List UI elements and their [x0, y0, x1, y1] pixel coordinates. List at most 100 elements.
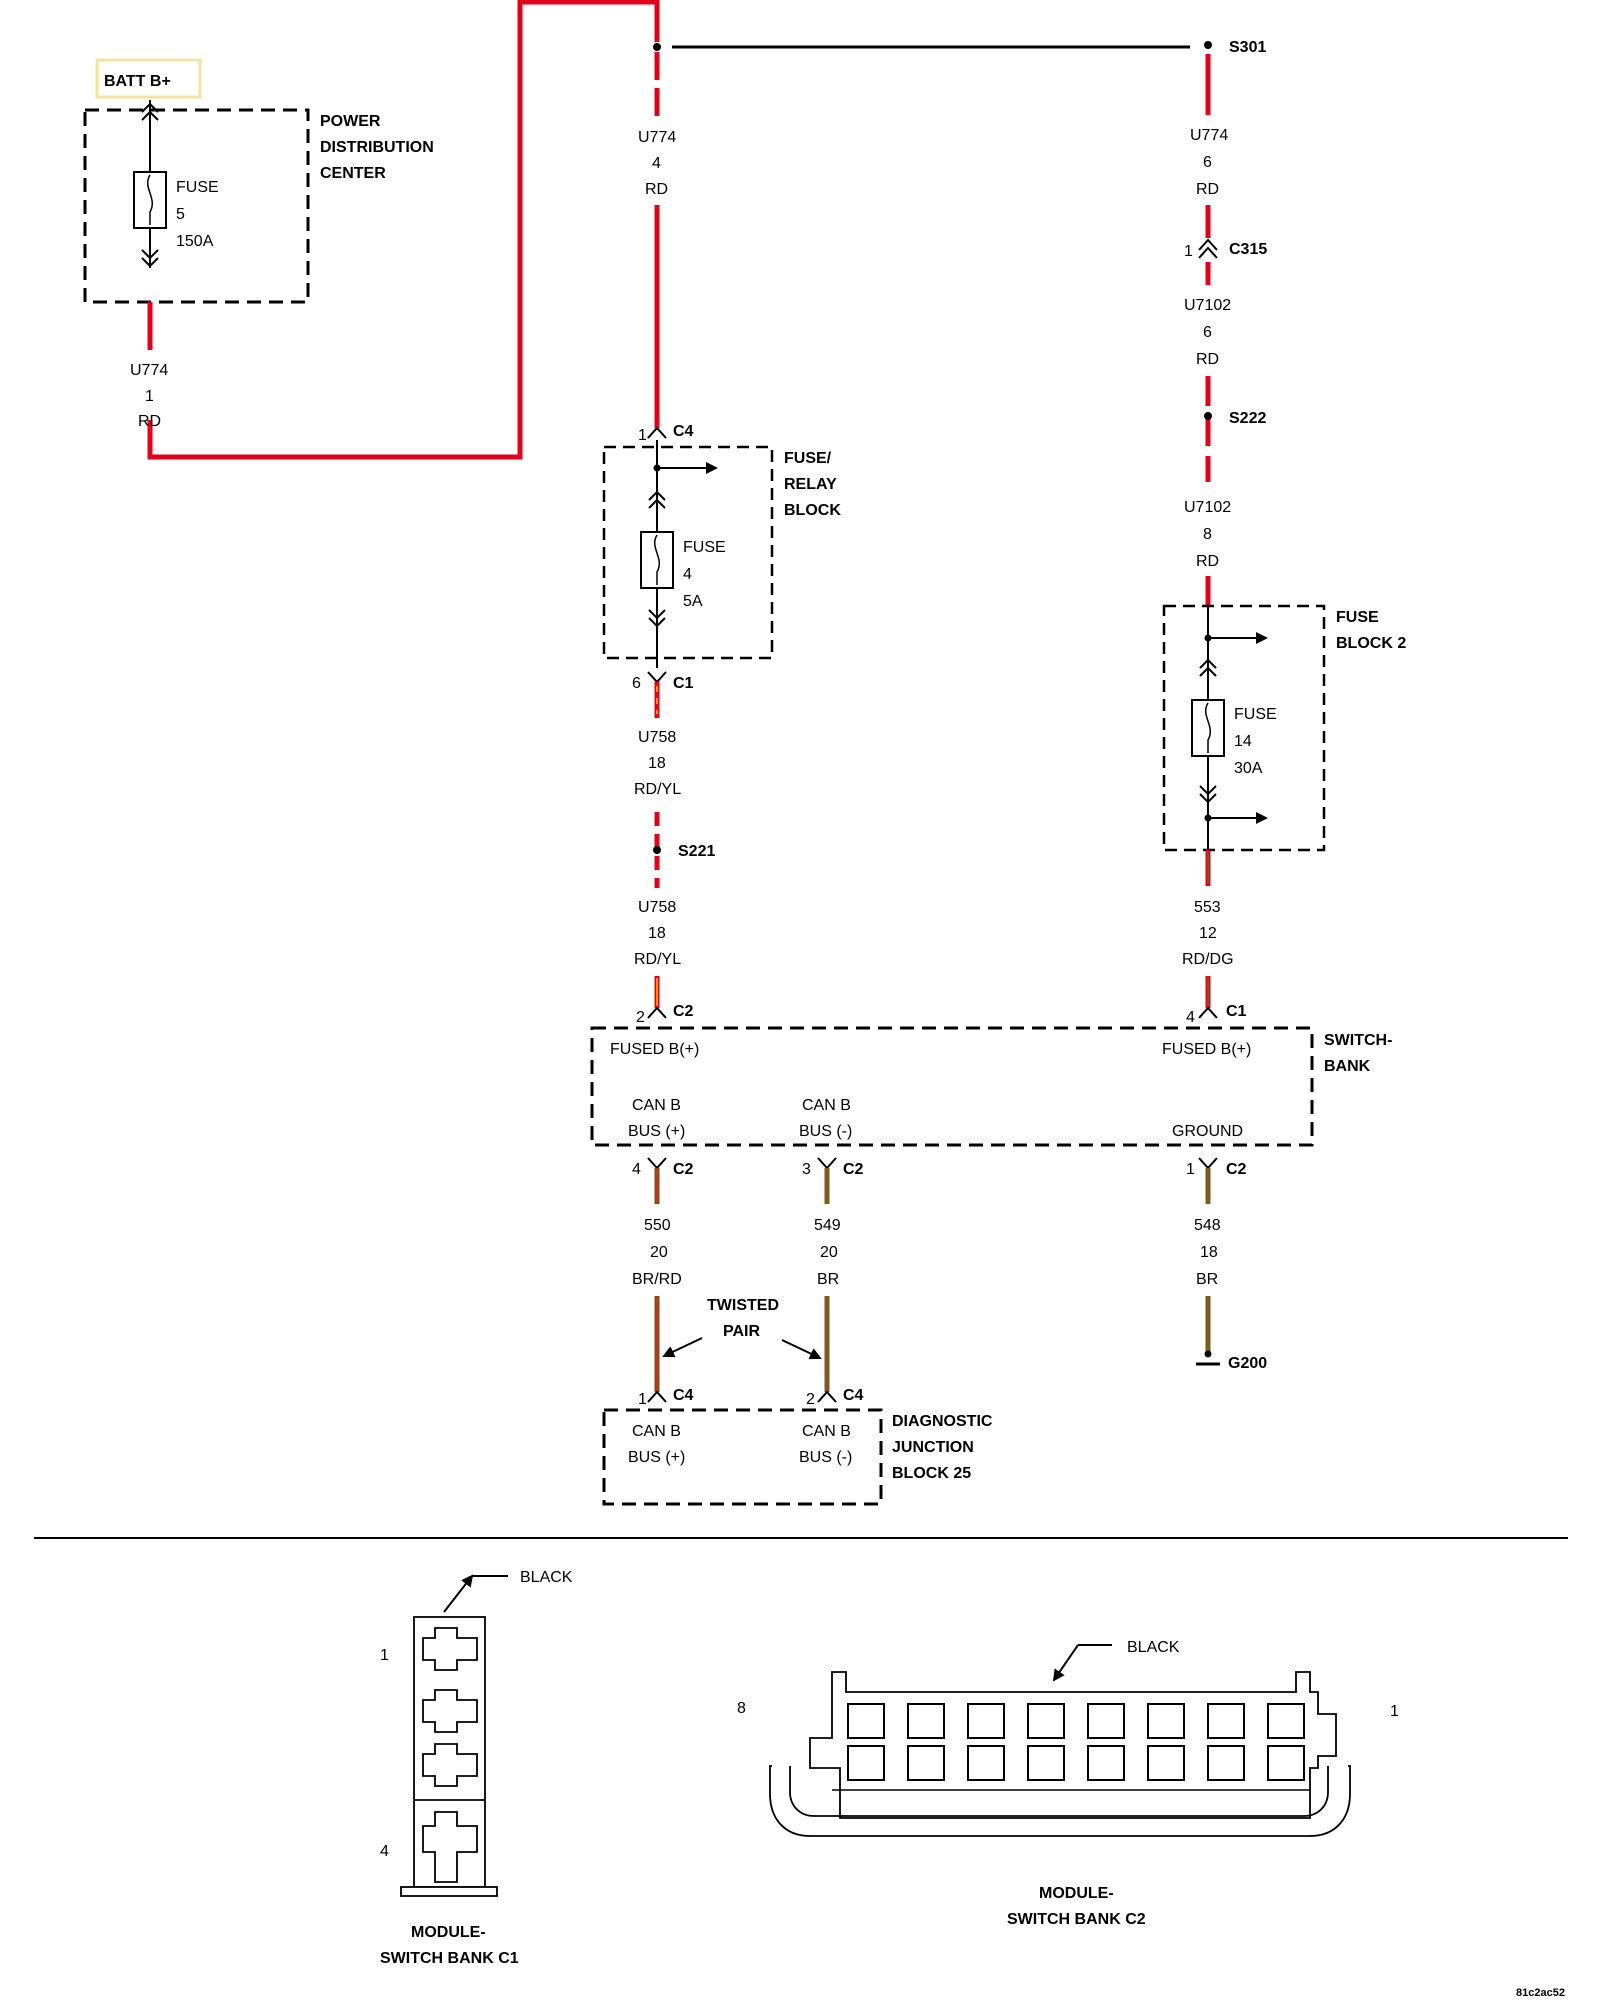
- sb-c2-p4-pin: 4: [632, 1161, 641, 1178]
- frb-c1-pin: 6: [632, 675, 641, 692]
- djb-label-1: DIAGNOSTIC: [892, 1413, 993, 1430]
- fuse-block-2: FUSE BLOCK 2 FUSE 14 30A: [1162, 604, 1406, 852]
- wire-u7102-a-code: U7102: [1184, 297, 1231, 314]
- fuse5-amps: 150A: [176, 233, 214, 250]
- wire-u774-pdc-color: RD: [138, 413, 161, 430]
- sb-canb-plus-1: CAN B: [632, 1097, 681, 1114]
- fuse4-label: FUSE: [683, 539, 726, 556]
- sb-canb-minus-2: BUS (-): [799, 1123, 852, 1140]
- twisted-arrow-left: [662, 1337, 703, 1358]
- connector-c2-p1-icon: [1198, 1157, 1218, 1170]
- fuse5-label: FUSE: [176, 179, 219, 196]
- wire-u758-b-color: RD/YL: [634, 951, 681, 968]
- sb-c2-p3-conn: C2: [843, 1161, 864, 1178]
- fuse4-amps: 5A: [683, 593, 703, 610]
- sb-fused-right: FUSED B(+): [1162, 1041, 1251, 1058]
- frb-label-1: FUSE/: [784, 450, 832, 467]
- wire-u7102-a-color: RD: [1196, 351, 1219, 368]
- wire-u758-a-gauge: 18: [648, 755, 666, 772]
- djb-label-3: BLOCK 25: [892, 1465, 971, 1482]
- wire-u758-a-color: RD/YL: [634, 781, 681, 798]
- wire-u774-route: [147, 0, 660, 460]
- sb-ground: GROUND: [1172, 1123, 1243, 1140]
- wire-u758-a-code: U758: [638, 729, 676, 746]
- fuse14-num: 14: [1234, 733, 1252, 750]
- c315-conn: C315: [1229, 241, 1267, 258]
- sb-c2-p1-conn: C2: [1226, 1161, 1247, 1178]
- connector-view-c2: BLACK 8 1 MODULE- SWITCH BANK C2: [737, 1639, 1399, 1928]
- fuse-relay-block: FUSE/ RELAY BLOCK FUSE 4 5A: [602, 440, 841, 668]
- djb-c4-p1-pin: 1: [638, 1391, 647, 1408]
- c2-color-label: BLACK: [1127, 1639, 1180, 1656]
- sb-c2-top-conn: C2: [673, 1003, 694, 1020]
- wire-u774-pdc-gauge: 1: [145, 388, 154, 405]
- fuse4-num: 4: [683, 566, 692, 583]
- djb-c4-p2-pin: 2: [806, 1391, 815, 1408]
- connector-c2-p4-icon: [647, 1157, 667, 1170]
- frb-c4-pin: 1: [638, 427, 647, 444]
- c2-pin-right: 1: [1390, 1703, 1399, 1720]
- connector-djb-c4-p1-icon: [647, 1390, 667, 1403]
- sb-label-1: SWITCH-: [1324, 1032, 1392, 1049]
- pdc-label-1: POWER: [320, 113, 381, 130]
- frb-label-3: BLOCK: [784, 502, 841, 519]
- c1-cavity-3-icon: [422, 1743, 478, 1787]
- wire-553-gauge: 12: [1199, 925, 1217, 942]
- wire-548-gauge: 18: [1200, 1244, 1218, 1261]
- wire-549-gauge: 20: [820, 1244, 838, 1261]
- power-distribution-center: POWER DISTRIBUTION CENTER FUSE 5 150A: [83, 100, 434, 304]
- wire-550-color: BR/RD: [632, 1271, 682, 1288]
- fuse14-amps: 30A: [1234, 760, 1263, 777]
- batt-label-box: BATT B+: [95, 58, 202, 99]
- c1-cavity-2-icon: [422, 1689, 478, 1733]
- fb2-label-2: BLOCK 2: [1336, 635, 1406, 652]
- switch-bank: SWITCH- BANK FUSED B(+) FUSED B(+) CAN B…: [590, 1026, 1392, 1147]
- splice-dot-top: [653, 43, 661, 51]
- twisted-label-2: PAIR: [723, 1323, 760, 1340]
- sb-c2-top-pin: 2: [636, 1009, 645, 1026]
- frb-c1-conn: C1: [673, 675, 694, 692]
- c2-name-1: MODULE-: [1039, 1885, 1114, 1902]
- sb-c2-p3-pin: 3: [802, 1161, 811, 1178]
- sb-canb-plus-2: BUS (+): [628, 1123, 685, 1140]
- c2-pin-left: 8: [737, 1700, 746, 1717]
- c1-color-label: BLACK: [520, 1569, 573, 1586]
- wire-u7102-b-gauge: 8: [1203, 526, 1212, 543]
- fuse14-label: FUSE: [1234, 706, 1277, 723]
- diagnostic-junction-block: DIAGNOSTIC JUNCTION BLOCK 25 CAN B BUS (…: [602, 1408, 993, 1506]
- sb-fused-left: FUSED B(+): [610, 1041, 699, 1058]
- splice-s222-dot: [1204, 412, 1212, 420]
- djb-canb-minus-2: BUS (-): [799, 1449, 852, 1466]
- wire-549-color: BR: [817, 1271, 839, 1288]
- batt-label: BATT B+: [104, 73, 171, 90]
- connector-c2-top-icon: [647, 1006, 667, 1019]
- wire-550-code: 550: [644, 1217, 671, 1234]
- djb-canb-plus-1: CAN B: [632, 1423, 681, 1440]
- wire-u774-4-color: RD: [645, 181, 668, 198]
- connector-c2-p3-icon: [817, 1157, 837, 1170]
- connector-c1-icon: [647, 671, 667, 684]
- wire-u7102-a-gauge: 6: [1203, 324, 1212, 341]
- wire-548-color: BR: [1196, 1271, 1218, 1288]
- ground-label: G200: [1228, 1355, 1267, 1372]
- wire-u774-4-gauge: 4: [652, 155, 661, 172]
- fuse5-num: 5: [176, 206, 185, 223]
- wire-548-code: 548: [1194, 1217, 1221, 1234]
- djb-canb-plus-2: BUS (+): [628, 1449, 685, 1466]
- pdc-label-3: CENTER: [320, 165, 386, 182]
- c1-pin-top: 1: [380, 1647, 389, 1664]
- pdc-label-2: DISTRIBUTION: [320, 139, 434, 156]
- splice-s222-label: S222: [1229, 410, 1266, 427]
- sb-canb-minus-1: CAN B: [802, 1097, 851, 1114]
- splice-s221-label: S221: [678, 843, 715, 860]
- wire-u774-pdc-code: U774: [130, 362, 168, 379]
- wire-u774-6-gauge: 6: [1203, 154, 1212, 171]
- wire-u7102-b-color: RD: [1196, 553, 1219, 570]
- c1-cavity-4-icon: [422, 1811, 478, 1883]
- sb-c2-p1-pin: 1: [1186, 1161, 1195, 1178]
- wire-u7102-b-code: U7102: [1184, 499, 1231, 516]
- twisted-arrow-right: [781, 1339, 822, 1360]
- djb-canb-minus-1: CAN B: [802, 1423, 851, 1440]
- wire-u758-b-gauge: 18: [648, 925, 666, 942]
